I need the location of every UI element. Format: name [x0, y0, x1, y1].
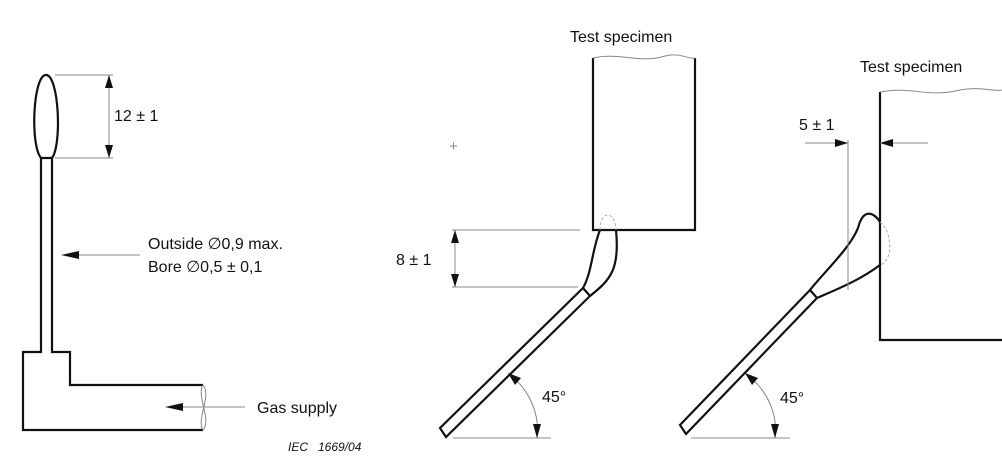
crosshair-mark	[450, 142, 457, 150]
right-specimen-label: Test specimen	[860, 59, 962, 76]
test-specimen	[591, 58, 697, 232]
right-angle-label: 45°	[780, 390, 804, 407]
tube-bore-label: Bore ∅0,5 ± 0,1	[148, 259, 262, 276]
flame	[582, 229, 618, 297]
middle-specimen-label: Test specimen	[570, 29, 672, 46]
offset-dimension-label: 5 ± 1	[799, 117, 835, 134]
probe-tube	[678, 288, 819, 436]
right-figure	[678, 88, 1002, 439]
probe-tube	[438, 286, 592, 439]
flame-head	[33, 73, 60, 160]
head-dimension-label: 12 ± 1	[114, 108, 158, 125]
burner-figure	[21, 73, 245, 432]
burner-tube	[21, 158, 203, 432]
middle-angle-label: 45°	[542, 389, 566, 406]
flame-dimension-label: 8 ± 1	[396, 252, 432, 269]
gas-supply-label: Gas supply	[257, 400, 337, 417]
middle-figure	[438, 54, 697, 439]
flame	[809, 212, 881, 300]
iec-reference: IEC 1669/04	[288, 440, 362, 454]
test-specimen	[878, 92, 1002, 342]
tube-outside-label: Outside ∅0,9 max.	[148, 236, 283, 253]
